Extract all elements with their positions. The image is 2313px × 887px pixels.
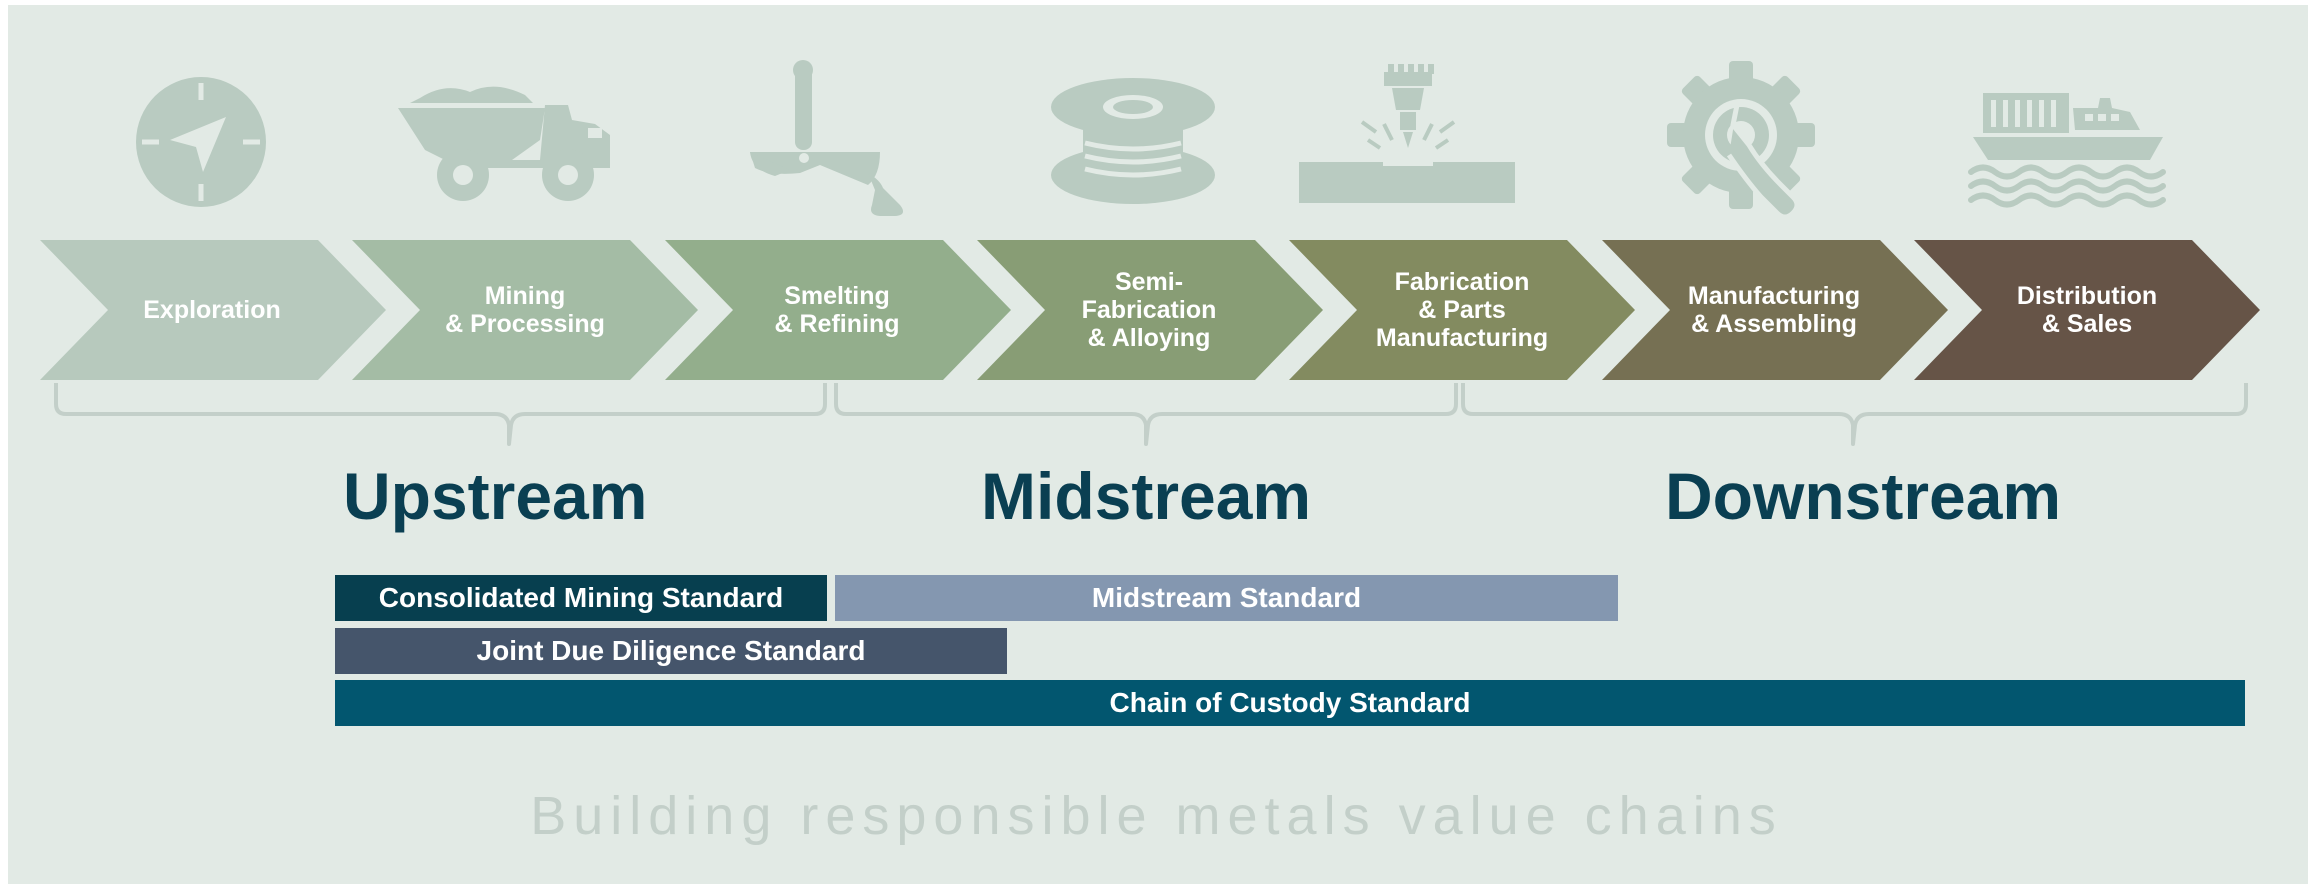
upstream-heading: Upstream (343, 459, 648, 533)
consolidated-mining-standard-bar: Consolidated Mining Standard (335, 575, 827, 621)
compass-icon (136, 77, 266, 207)
stage-chevron (352, 240, 698, 380)
joint-due-diligence-standard-bar: Joint Due Diligence Standard (335, 628, 1007, 674)
gear-wrench-icon (1667, 61, 1815, 220)
smelting-ladle-icon (750, 60, 904, 216)
stage-label-smelting-refining: Smelting & Refining (774, 282, 900, 338)
stage-label-mining-processing: Mining & Processing (445, 282, 605, 338)
mining-truck-icon (398, 86, 610, 201)
midstream-bracket (834, 383, 1458, 446)
midstream-standard-bar: Midstream Standard (835, 575, 1618, 621)
downstream-heading: Downstream (1665, 459, 2062, 533)
upstream-bracket (54, 383, 827, 446)
stage-label-exploration: Exploration (143, 296, 281, 324)
stage-chevron (665, 240, 1011, 380)
wire-spool-icon (1051, 78, 1215, 204)
tagline: Building responsible metals value chains (530, 786, 1783, 846)
cargo-ship-icon (1968, 93, 2166, 208)
stage-chevron (40, 240, 386, 380)
stage-label-distribution-sales: Distribution & Sales (2016, 282, 2158, 338)
stage-chevron (1289, 240, 1635, 380)
midstream-heading: Midstream (981, 459, 1312, 533)
stage-chevron (977, 240, 1323, 380)
stage-chevron (1914, 240, 2260, 380)
chain-of-custody-standard-bar: Chain of Custody Standard (335, 680, 2245, 726)
downstream-bracket (1461, 383, 2248, 446)
stage-label-manufacturing-assembling: Manufacturing & Assembling (1687, 282, 1861, 338)
stage-label-fabrication-parts: Fabrication & Parts Manufacturing (1375, 268, 1549, 352)
stage-label-semi-fabrication: Semi- Fabrication & Alloying (1081, 268, 1217, 352)
cnc-machine-icon (1299, 64, 1515, 203)
stage-chevron (1602, 240, 1948, 380)
